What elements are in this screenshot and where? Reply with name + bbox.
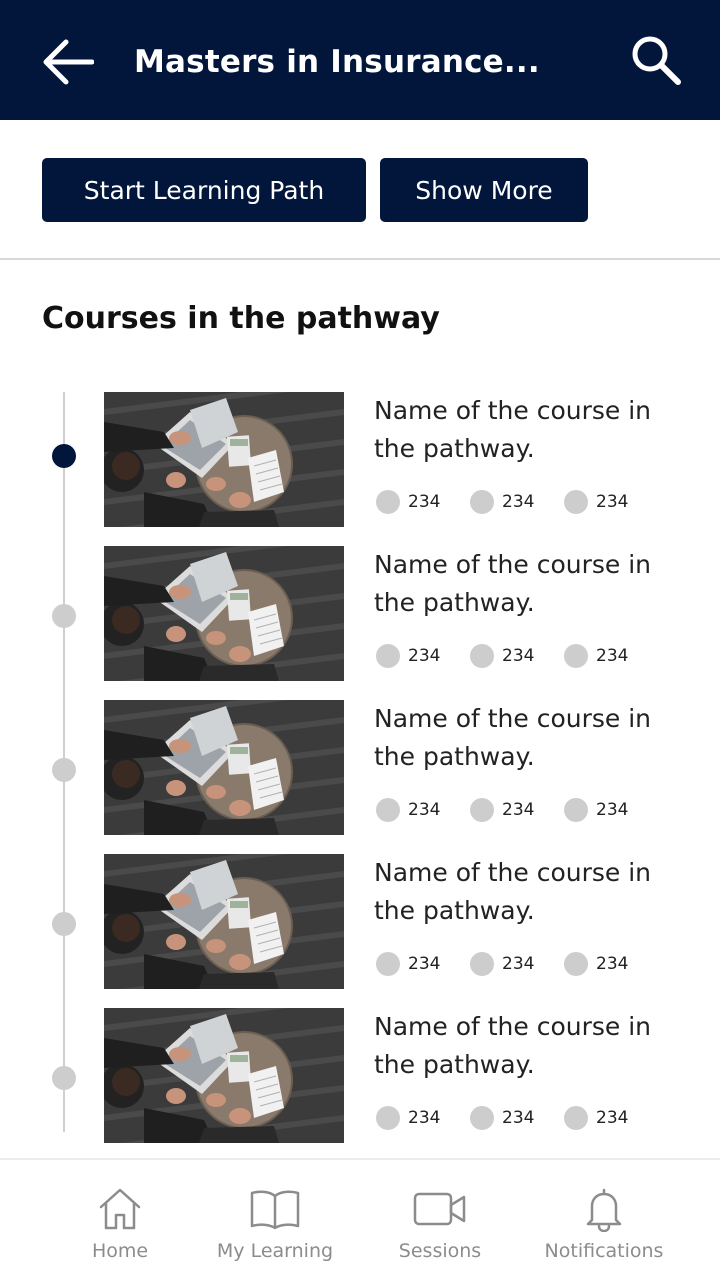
course-thumbnail[interactable] [104,854,344,989]
course-stats: 234 234 234 [376,644,658,668]
nav-home-label: Home [91,1240,149,1262]
stat-value: 234 [408,1108,441,1128]
stat-icon [376,1106,400,1130]
course-stats: 234 234 234 [376,952,658,976]
course-image [104,700,344,835]
bell-icon [586,1188,622,1232]
nav-home[interactable]: Home [82,1160,158,1280]
back-button[interactable] [36,34,98,90]
stat-value: 234 [596,646,629,666]
stat-value: 234 [408,646,441,666]
timeline-dot [52,444,76,468]
course-stat: 234 [470,952,564,976]
course-image [104,546,344,681]
course-stat: 234 [470,798,564,822]
course-thumbnail[interactable] [104,1008,344,1143]
stat-value: 234 [596,800,629,820]
nav-notifications-label: Notifications [544,1240,664,1262]
stat-icon [470,1106,494,1130]
stat-icon [470,952,494,976]
home-icon [99,1188,141,1230]
course-name[interactable]: Name of the course in the pathway. [374,550,652,617]
course-image [104,854,344,989]
course-name[interactable]: Name of the course in the pathway. [374,1012,652,1079]
course-stat: 234 [376,1106,470,1130]
stat-icon [376,644,400,668]
timeline-dot [52,1066,76,1090]
stat-icon [376,798,400,822]
course-stat: 234 [376,644,470,668]
app-header: Masters in Insurance... [0,0,720,120]
page-title: Masters in Insurance... [134,44,540,80]
stat-value: 234 [408,492,441,512]
book-icon [250,1190,300,1230]
stat-value: 234 [408,800,441,820]
timeline-dot [52,758,76,782]
course-stat: 234 [376,798,470,822]
course-image [104,1008,344,1143]
course-thumbnail[interactable] [104,700,344,835]
course-stats: 234 234 234 [376,798,658,822]
course-stat: 234 [470,1106,564,1130]
action-buttons: Start Learning Path Show More [42,158,588,222]
stat-value: 234 [502,492,535,512]
nav-my-learning[interactable]: My Learning [212,1160,338,1280]
search-icon [632,36,681,85]
bottom-nav: Home My Learning Sessions Notifications [0,1158,720,1280]
video-camera-icon [413,1192,466,1226]
stat-value: 234 [596,1108,629,1128]
back-arrow-icon [43,39,94,85]
nav-sessions-label: Sessions [398,1240,482,1262]
stat-icon [564,952,588,976]
course-stats: 234 234 234 [376,490,658,514]
stat-icon [564,798,588,822]
stat-icon [376,952,400,976]
course-stat: 234 [564,952,658,976]
course-name[interactable]: Name of the course in the pathway. [374,704,652,771]
course-stat: 234 [564,490,658,514]
course-stats: 234 234 234 [376,1106,658,1130]
stat-icon [564,490,588,514]
divider [0,258,720,260]
stat-value: 234 [502,954,535,974]
section-title: Courses in the pathway [42,301,440,336]
course-stat: 234 [470,644,564,668]
stat-icon [376,490,400,514]
course-stat: 234 [564,1106,658,1130]
stat-value: 234 [502,800,535,820]
stat-value: 234 [502,1108,535,1128]
timeline-dot [52,604,76,628]
nav-my-learning-label: My Learning [216,1240,334,1262]
start-learning-path-button[interactable]: Start Learning Path [42,158,366,222]
stat-icon [564,1106,588,1130]
search-button[interactable] [626,30,686,90]
stat-value: 234 [596,954,629,974]
stat-icon [564,644,588,668]
course-stat: 234 [564,644,658,668]
stat-value: 234 [408,954,441,974]
stat-icon [470,798,494,822]
nav-sessions[interactable]: Sessions [392,1160,488,1280]
course-name[interactable]: Name of the course in the pathway. [374,858,652,925]
course-thumbnail[interactable] [104,392,344,527]
course-thumbnail[interactable] [104,546,344,681]
course-stat: 234 [470,490,564,514]
course-image [104,392,344,527]
timeline-dot [52,912,76,936]
stat-icon [470,644,494,668]
show-more-button[interactable]: Show More [380,158,588,222]
course-stat: 234 [564,798,658,822]
stat-icon [470,490,494,514]
stat-value: 234 [502,646,535,666]
nav-notifications[interactable]: Notifications [540,1160,668,1280]
stat-value: 234 [596,492,629,512]
course-name[interactable]: Name of the course in the pathway. [374,396,652,463]
course-stat: 234 [376,490,470,514]
course-stat: 234 [376,952,470,976]
